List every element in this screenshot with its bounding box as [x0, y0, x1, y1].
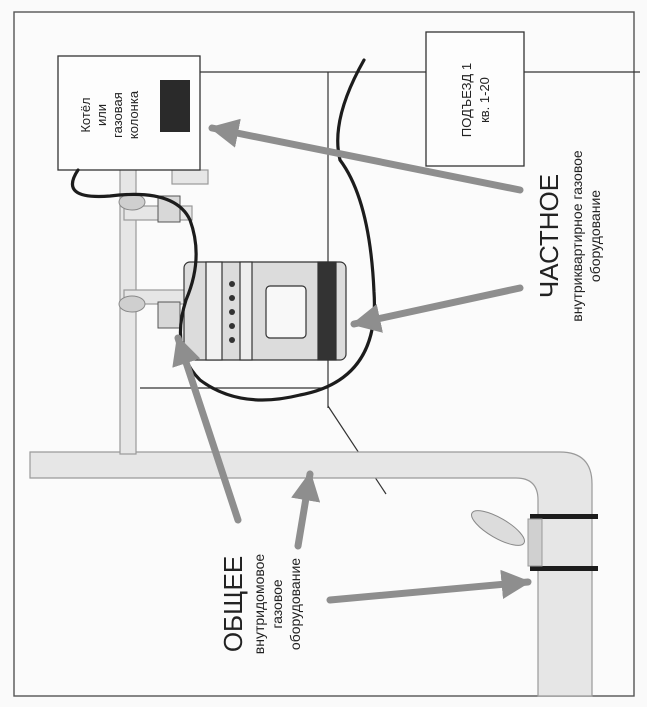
boiler-box	[57, 55, 201, 171]
pointer-arrows	[172, 118, 532, 604]
private-title: ЧАСТНОЕ	[534, 174, 564, 298]
boiler-line-2: или	[94, 104, 109, 126]
gas-hose	[71, 58, 377, 402]
entrance-sign	[425, 31, 525, 167]
private-label: ЧАСТНОЕ внутриквартирное газовое оборудо…	[534, 150, 603, 322]
common-line-2: газовое	[269, 579, 285, 629]
entrance-label: ПОДЪЕЗД 1 кв. 1-20	[459, 63, 492, 137]
common-line-1: внутридомовое	[251, 554, 267, 655]
boiler-label: Котёл или газовая колонка	[78, 90, 141, 139]
common-title: ОБЩЕЕ	[218, 556, 248, 652]
riser-valve	[471, 510, 598, 571]
gas-stove	[183, 261, 347, 361]
boiler-line-4: колонка	[126, 90, 141, 139]
entrance-apartments: кв. 1-20	[477, 77, 492, 123]
private-line-1: внутриквартирное газовое	[569, 150, 585, 322]
private-line-2: оборудование	[587, 190, 603, 282]
common-line-3: оборудование	[287, 558, 303, 650]
entrance-title: ПОДЪЕЗД 1	[459, 63, 474, 137]
boiler-line-3: газовая	[110, 92, 125, 138]
boiler-line-1: Котёл	[78, 97, 93, 132]
common-label: ОБЩЕЕ внутридомовое газовое оборудование	[218, 554, 303, 655]
boiler-display	[160, 80, 190, 132]
